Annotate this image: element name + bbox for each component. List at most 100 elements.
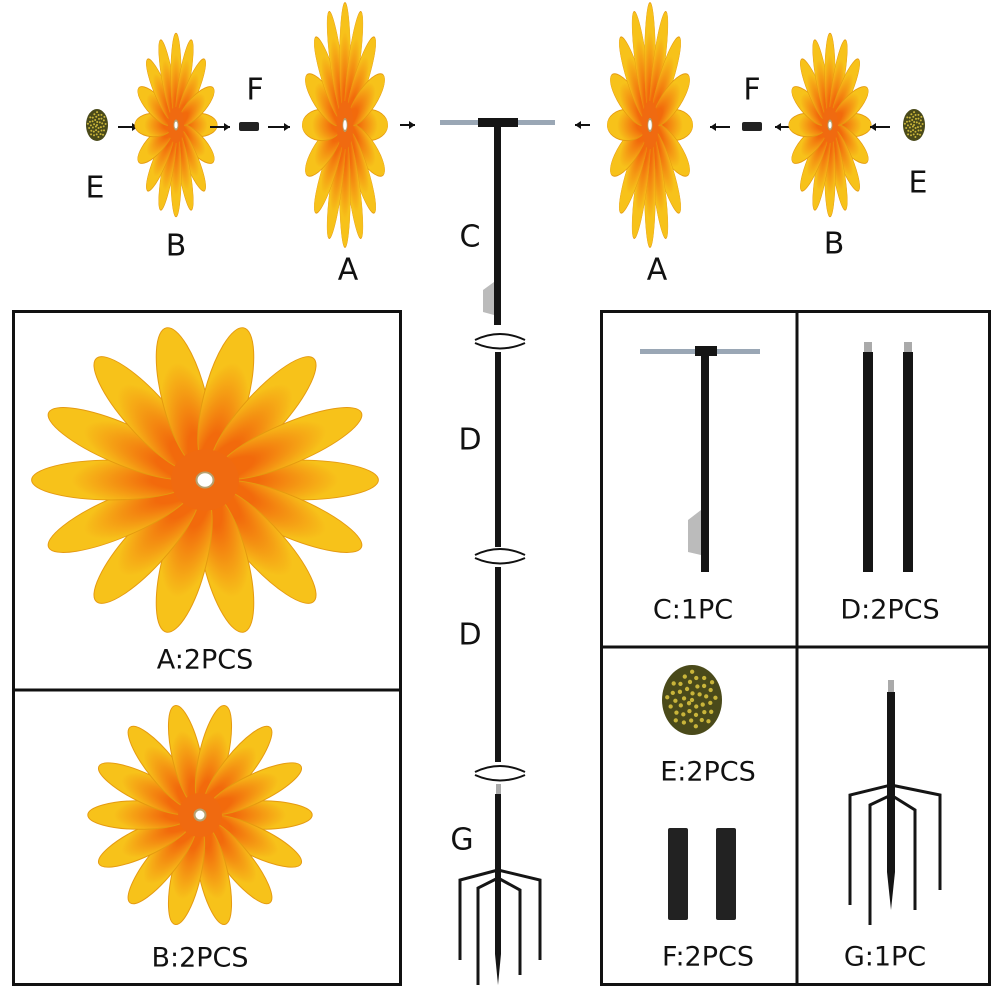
cap-dot <box>909 130 912 133</box>
stake-prongs <box>458 868 542 985</box>
rotate-arrow-icon <box>474 774 526 782</box>
cap-dot <box>908 116 911 119</box>
cap-dot <box>670 690 675 695</box>
cap-dot <box>96 111 99 114</box>
cap-dot <box>668 704 673 709</box>
cap-dot <box>97 113 100 116</box>
cap-dot <box>687 708 692 714</box>
cap-dot <box>673 718 678 723</box>
cap-dot <box>913 124 915 126</box>
cap-dot <box>94 125 97 128</box>
cap-dot <box>914 126 917 129</box>
cap-dot <box>690 691 695 696</box>
cap-dot <box>708 687 713 693</box>
rotate-arrow-icon <box>474 333 526 341</box>
cap-dot <box>97 135 100 138</box>
cap-dot <box>678 703 683 708</box>
flower-b-right <box>788 32 872 218</box>
cap-dot <box>917 129 920 132</box>
cap-dot <box>912 115 915 118</box>
cap-dot <box>910 134 913 137</box>
caption-b: B:2PCS <box>151 942 249 974</box>
cap-dot <box>91 116 94 119</box>
cap-dot <box>94 118 97 121</box>
cap-dot <box>912 133 915 136</box>
cap-dot <box>905 120 908 123</box>
cap-dot <box>701 683 707 689</box>
bracket <box>483 282 494 315</box>
cap-dot <box>700 702 705 707</box>
cap-dot <box>91 120 94 123</box>
cap-dot <box>86 122 89 125</box>
label-b-left: B <box>165 228 187 264</box>
cap-dot <box>914 113 917 116</box>
arrow-head-icon <box>575 121 581 129</box>
flower-b-part <box>87 705 313 925</box>
cap-dot <box>102 133 105 136</box>
part-f-tube <box>716 828 736 920</box>
cap-dot <box>910 123 913 126</box>
flower-hole <box>827 119 833 131</box>
cap-dot <box>694 704 699 709</box>
cap-dot <box>695 684 700 689</box>
cap-dot <box>917 117 920 120</box>
cap-dot <box>93 113 96 116</box>
cap-dot <box>906 116 909 119</box>
cap-dot <box>911 118 914 121</box>
cap-dot <box>681 712 686 717</box>
cap-dot <box>706 719 711 724</box>
part-g-thread <box>888 680 894 692</box>
caption-d: D:2PCS <box>840 594 940 626</box>
connector-f-right <box>742 122 762 131</box>
cap-dot <box>95 133 98 136</box>
rotate-arrow-icon <box>474 765 526 773</box>
cap-dot <box>91 126 94 129</box>
cap-dot <box>88 126 91 129</box>
cap-dot <box>907 129 910 132</box>
cap-dot <box>681 720 687 725</box>
rotate-arrow-icon <box>474 557 526 565</box>
part-d-thread <box>864 342 872 352</box>
cap-dot <box>694 675 699 681</box>
cap-dot <box>916 126 919 129</box>
arrow-head-icon <box>710 123 716 131</box>
arrow-head-icon <box>775 123 781 131</box>
flower-a-left <box>301 2 389 248</box>
cap-dot <box>693 712 699 718</box>
cap-dot <box>919 125 922 128</box>
pole-c <box>494 120 501 325</box>
part-c-pole <box>701 352 709 572</box>
cap-dot <box>908 126 911 129</box>
caption-c: C:1PC <box>652 594 734 626</box>
cap-dot <box>681 696 687 701</box>
cap-dot <box>690 669 695 674</box>
cap-dot <box>95 115 98 118</box>
caption-e: E:2PCS <box>660 756 756 788</box>
cap-dot <box>914 130 917 133</box>
flower-hole <box>173 119 179 131</box>
cap-dot <box>96 124 98 126</box>
cap-dot <box>713 695 718 700</box>
cap-dot <box>99 126 102 129</box>
cap-dot <box>906 124 909 127</box>
cap-dot <box>914 117 917 120</box>
cap-dot <box>920 115 923 118</box>
flower-hole <box>647 118 653 132</box>
cap-dot <box>913 120 916 123</box>
part-d-pole <box>903 352 913 572</box>
flower-a-part <box>31 327 379 633</box>
cap-dot <box>919 119 922 122</box>
cap-dot <box>919 133 922 136</box>
flower-a-right <box>606 2 694 248</box>
cap-dot <box>709 680 715 685</box>
part-c-bracket <box>688 510 701 555</box>
arrow-head-icon <box>284 123 290 131</box>
cap-dot <box>93 123 96 126</box>
label-a-left: A <box>337 252 359 288</box>
cap-dot <box>912 129 915 132</box>
parts-box-flowers <box>12 310 402 986</box>
cap-dot <box>704 694 709 699</box>
part-g-pole <box>887 692 895 872</box>
flower-hole <box>195 471 215 489</box>
